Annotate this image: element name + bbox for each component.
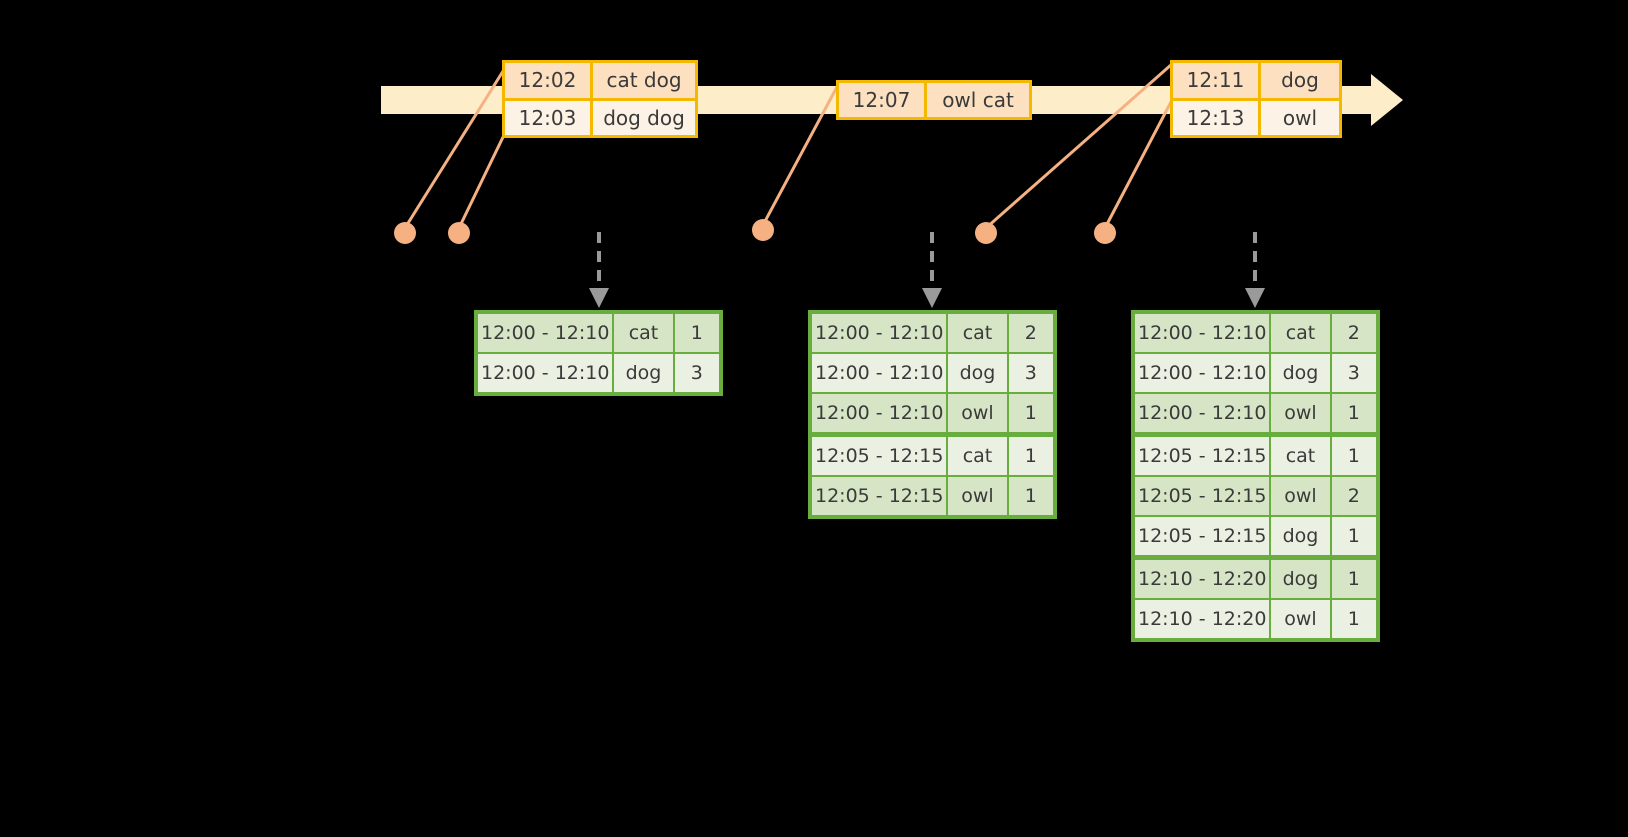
cell-window: 12:10 - 12:20 — [1135, 600, 1272, 638]
cell-word: cat — [948, 314, 1009, 352]
event-row[interactable]: 12:03 dog dog — [505, 97, 695, 135]
down-arrow-2 — [922, 232, 942, 308]
event-time: 12:11 — [1173, 63, 1261, 98]
down-arrow-1 — [589, 232, 609, 308]
cell-word: cat — [1271, 437, 1332, 475]
cell-word: owl — [1271, 600, 1332, 638]
cell-count: 1 — [1347, 402, 1360, 424]
event-group-3[interactable]: 12:11 dog 12:13 owl — [1170, 60, 1342, 138]
cell-word: dog — [1271, 560, 1332, 598]
cell-window: 12:05 - 12:15 — [1135, 437, 1272, 475]
cell-word: dog — [1271, 354, 1332, 392]
cell-window: 12:05 - 12:15 — [1135, 477, 1272, 515]
cell-count: 3 — [1024, 362, 1037, 384]
timeline-arrowhead-icon — [1371, 74, 1403, 126]
cell-count: 1 — [1024, 402, 1037, 424]
connector-dot — [1094, 222, 1116, 244]
cell-window: 12:00 - 12:10 — [812, 394, 949, 432]
connector-dot — [448, 222, 470, 244]
event-time: 12:03 — [505, 100, 593, 135]
event-group-2[interactable]: 12:07 owl cat — [836, 80, 1032, 120]
cell-count: 1 — [1347, 445, 1360, 467]
cell-count: 3 — [1347, 362, 1360, 384]
event-time: 12:13 — [1173, 100, 1261, 135]
cell-window: 12:00 - 12:10 — [1135, 394, 1272, 432]
event-words: cat dog — [606, 68, 682, 93]
event-time: 12:07 — [839, 83, 927, 117]
cell-count: 1 — [1347, 608, 1360, 630]
cell-word: cat — [614, 314, 675, 352]
cell-window: 12:05 - 12:15 — [1135, 517, 1272, 555]
cell-count: 1 — [1347, 525, 1360, 547]
cell-count: 2 — [1024, 322, 1037, 344]
connector-dot — [752, 219, 774, 241]
connector-dot — [394, 222, 416, 244]
cell-count: 1 — [1347, 568, 1360, 590]
cell-word: owl — [948, 394, 1009, 432]
cell-word: dog — [948, 354, 1009, 392]
event-words: owl — [1282, 105, 1318, 130]
event-time: 12:02 — [505, 63, 593, 98]
cell-window: 12:00 - 12:10 — [1135, 354, 1272, 392]
down-arrow-3 — [1245, 232, 1265, 308]
cell-word: owl — [1271, 394, 1332, 432]
cell-window: 12:00 - 12:10 — [1135, 314, 1272, 352]
cell-count: 2 — [1347, 485, 1360, 507]
cell-word: cat — [948, 437, 1009, 475]
event-row[interactable]: 12:11 dog — [1173, 63, 1339, 98]
event-row[interactable]: 12:13 owl — [1173, 97, 1339, 135]
connector-dot — [975, 222, 997, 244]
event-words: dog — [1281, 68, 1319, 93]
cell-window: 12:00 - 12:10 — [812, 354, 949, 392]
cell-window: 12:10 - 12:20 — [1135, 560, 1272, 598]
event-words: dog dog — [603, 105, 685, 130]
cell-count: 3 — [690, 362, 703, 384]
cell-window: 12:00 - 12:10 — [478, 354, 615, 392]
cell-count: 1 — [1024, 485, 1037, 507]
event-group-1[interactable]: 12:02 cat dog 12:03 dog dog — [502, 60, 698, 138]
cell-count: 1 — [1024, 445, 1037, 467]
cell-count: 2 — [1347, 322, 1360, 344]
cell-word: dog — [1271, 517, 1332, 555]
cell-word: owl — [1271, 477, 1332, 515]
cell-word: dog — [614, 354, 675, 392]
cell-count: 1 — [690, 322, 703, 344]
cell-word: cat — [1271, 314, 1332, 352]
event-row[interactable]: 12:02 cat dog — [505, 63, 695, 98]
cell-window: 12:00 - 12:10 — [812, 314, 949, 352]
cell-window: 12:05 - 12:15 — [812, 477, 949, 515]
cell-word: owl — [948, 477, 1009, 515]
cell-window: 12:00 - 12:10 — [478, 314, 615, 352]
cell-window: 12:05 - 12:15 — [812, 437, 949, 475]
event-words: owl cat — [942, 88, 1014, 112]
event-row[interactable]: 12:07 owl cat — [839, 83, 1029, 117]
